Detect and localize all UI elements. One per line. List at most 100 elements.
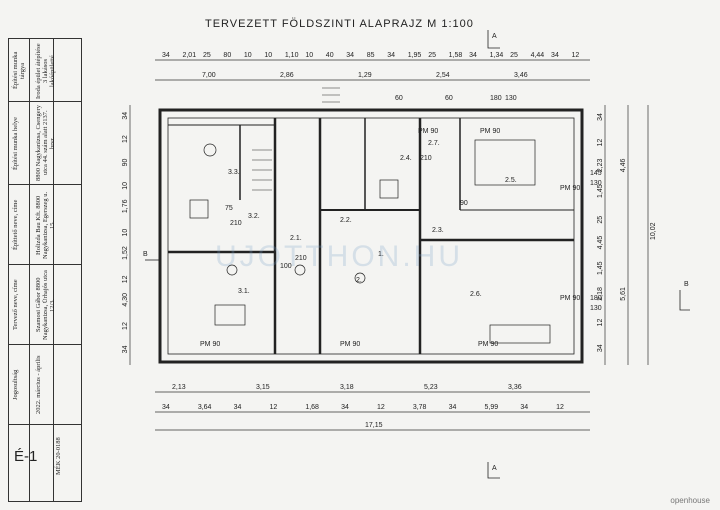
- section-mark-a-top: A: [492, 33, 497, 40]
- room-label: 3.2.: [248, 213, 260, 220]
- dim-left: 34: [122, 345, 129, 353]
- opening-label: PM 90: [478, 341, 498, 348]
- dim-top-1: 34: [551, 52, 559, 59]
- opening-label: PM 90: [480, 128, 500, 135]
- dim-left: 10: [122, 182, 129, 190]
- dim-right-1: 2,23: [597, 159, 604, 173]
- dim-top-1: 34: [346, 52, 354, 59]
- dim-bottom-2: 12: [377, 404, 385, 411]
- dim-top-1: 34: [387, 52, 395, 59]
- dim-right-1: 25: [597, 216, 604, 224]
- opening-label: 180: [590, 295, 602, 302]
- opening-label: PM 90: [560, 185, 580, 192]
- room-label: 2.4.: [400, 155, 412, 162]
- opening-label: 60: [395, 95, 403, 102]
- section-mark-b-right: B: [684, 281, 689, 288]
- dim-top-1: 1,10: [285, 52, 299, 59]
- dim-right-1: 1,45: [597, 184, 604, 198]
- dim-right-2: 4,46: [620, 159, 627, 173]
- dim-left: 1,76: [122, 199, 129, 213]
- room-label: 3.3.: [228, 169, 240, 176]
- opening-label: 130: [505, 95, 517, 102]
- dim-right-1: 12: [597, 319, 604, 327]
- dim-top-1: 40: [326, 52, 334, 59]
- dim-bottom-2: 12: [556, 404, 564, 411]
- opening-label: 210: [420, 155, 432, 162]
- opening-label: 130: [590, 180, 602, 187]
- dim-right-1: 2,18: [597, 287, 604, 301]
- opening-label: 60: [445, 95, 453, 102]
- corner-logo: openhouse: [670, 496, 710, 505]
- opening-label: PM 90: [200, 341, 220, 348]
- dim-top-2: 7,00: [202, 72, 216, 79]
- room-label: 3.1.: [238, 288, 250, 295]
- opening-label: PM 90: [560, 295, 580, 302]
- dim-left: 34: [122, 112, 129, 120]
- opening-label: 145: [590, 170, 602, 177]
- opening-label: 180: [490, 95, 502, 102]
- room-label: 2.2.: [340, 217, 352, 224]
- dim-right-total: 10,02: [650, 222, 657, 240]
- opening-label: 75: [225, 205, 233, 212]
- dim-top-2: 1,29: [358, 72, 372, 79]
- dim-bottom-2: 1,68: [305, 404, 319, 411]
- dim-bottom-2: 3,64: [198, 404, 212, 411]
- dim-top-1: 4,44: [531, 52, 545, 59]
- room-label: 2.5.: [505, 177, 517, 184]
- watermark: UJOTTHON.HU: [215, 240, 463, 273]
- dim-top-2: 2,54: [436, 72, 450, 79]
- dim-top-1: 10: [244, 52, 252, 59]
- dim-left: 12: [122, 322, 129, 330]
- opening-label: 130: [590, 305, 602, 312]
- dim-bottom-1: 2,13: [172, 384, 186, 391]
- room-label: 2.7.: [428, 140, 440, 147]
- opening-label: 210: [295, 255, 307, 262]
- dim-bottom-2: 34: [520, 404, 528, 411]
- dim-bottom-1: 3,18: [340, 384, 354, 391]
- dim-bottom-total: 17,15: [365, 422, 383, 429]
- dim-top-1: 2,01: [182, 52, 196, 59]
- dim-top-1: 25: [203, 52, 211, 59]
- section-mark-a-bottom: A: [492, 465, 497, 472]
- dim-top-1: 25: [428, 52, 436, 59]
- dim-top-1: 1,58: [449, 52, 463, 59]
- dim-left: 10: [122, 229, 129, 237]
- dim-top-1: 10: [305, 52, 313, 59]
- opening-label: PM 90: [340, 341, 360, 348]
- dim-bottom-1: 5,23: [424, 384, 438, 391]
- dim-top-1: 34: [469, 52, 477, 59]
- opening-label: 100: [280, 263, 292, 270]
- dim-bottom-2: 12: [270, 404, 278, 411]
- dim-top-1: 1,95: [408, 52, 422, 59]
- dim-left: 12: [122, 275, 129, 283]
- drawing-number: É-1: [14, 448, 38, 465]
- dim-top-1: 34: [162, 52, 170, 59]
- dim-top-1: 10: [264, 52, 272, 59]
- room-label: 2.1.: [290, 235, 302, 242]
- dim-right-1: 34: [597, 113, 604, 121]
- dim-right-1: 4,45: [597, 236, 604, 250]
- dim-top-2: 3,46: [514, 72, 528, 79]
- dim-bottom-2: 34: [234, 404, 242, 411]
- dim-left: 1,52: [122, 246, 129, 260]
- dim-left: 4,30: [122, 293, 129, 307]
- title-block: Építési munka tárgya Építési munka helye…: [8, 38, 82, 502]
- opening-label: PM 90: [418, 128, 438, 135]
- room-label: 2.: [356, 277, 362, 284]
- dim-top-2: 2,86: [280, 72, 294, 79]
- dim-bottom-2: 5,99: [485, 404, 499, 411]
- dim-left: 12: [122, 135, 129, 143]
- dim-right-1: 12: [597, 139, 604, 147]
- dim-top-1: 80: [223, 52, 231, 59]
- dim-top-1: 25: [510, 52, 518, 59]
- dim-right-2: 5,61: [620, 287, 627, 301]
- dim-bottom-1: 3,36: [508, 384, 522, 391]
- dim-top-1: 12: [572, 52, 580, 59]
- section-mark-b-left: B: [143, 251, 148, 258]
- room-label: 1.: [378, 251, 384, 258]
- opening-label: 90: [460, 200, 468, 207]
- dim-right-1: 34: [597, 344, 604, 352]
- dim-bottom-2: 34: [341, 404, 349, 411]
